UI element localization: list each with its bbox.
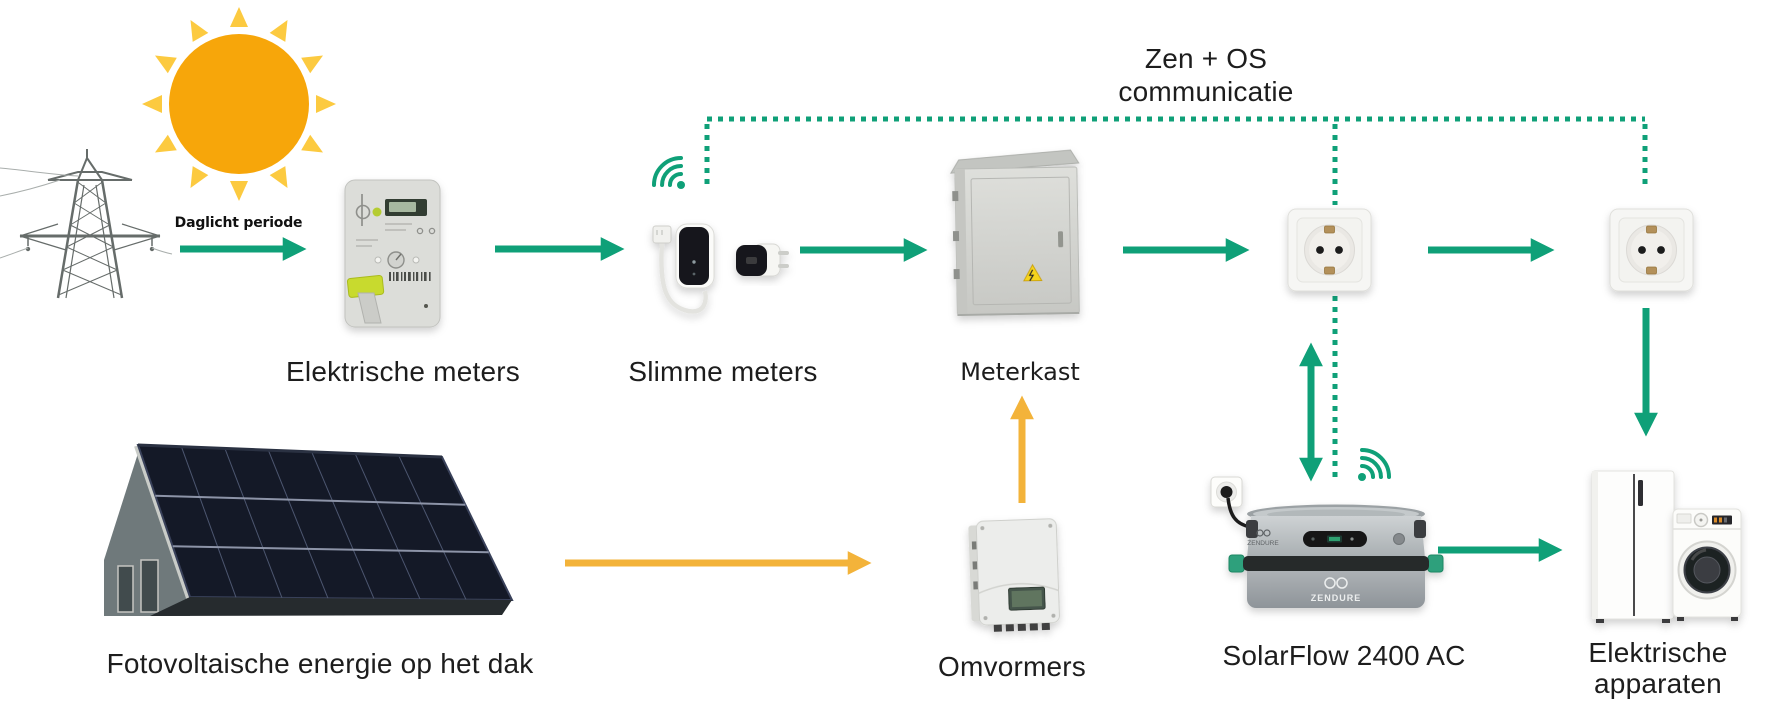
solarflow-brand-front: ZENDURE	[1311, 593, 1362, 603]
inverters-label: Omvormers	[937, 651, 1087, 682]
warning-triangle-icon	[1022, 263, 1043, 282]
appliances-label-line2: apparaten	[1594, 668, 1722, 699]
electric-meters-label: Elektrische meters	[286, 356, 520, 387]
washing-machine-image	[1672, 508, 1742, 621]
smart-meter-dongle-image	[652, 223, 715, 314]
zen-os-title-line2: communicatie	[1118, 76, 1294, 107]
power-pylon-photo	[0, 149, 173, 299]
inverter-image	[968, 518, 1060, 632]
smart-meter-plug-image	[736, 243, 789, 277]
flow-arrows	[180, 237, 1658, 575]
solar-roof-photo	[104, 443, 514, 616]
solarflow-battery-image: ZENDURE ZENDURE	[1210, 476, 1444, 608]
wifi-icon	[1358, 447, 1392, 481]
zen-os-title-line1: Zen + OS	[1144, 43, 1268, 74]
pv-energy-label: Fotovoltaische energie op het dak	[106, 648, 534, 679]
wall-socket-image	[1287, 208, 1372, 292]
appliances-label-line1: Elektrische	[1588, 637, 1728, 668]
zen-os-communication-lines	[704, 116, 1648, 478]
daylight-period-label: Daglicht periode	[174, 215, 303, 231]
meter-cabinet-image	[949, 149, 1080, 317]
gable-window	[140, 559, 159, 613]
smart-meters-label: Slimme meters	[628, 356, 818, 387]
solarflow-label: SolarFlow 2400 AC	[1222, 640, 1466, 671]
sun-icon	[142, 7, 336, 201]
wifi-icon	[651, 155, 685, 189]
electric-meter-image	[344, 179, 441, 328]
solarflow-brand-small: ZENDURE	[1247, 540, 1279, 547]
wall-socket-image	[1609, 208, 1694, 292]
power-outlet-plug-image	[1210, 476, 1251, 529]
fridge-image	[1591, 470, 1675, 623]
gable-window	[117, 565, 134, 613]
meter-cabinet-label: Meterkast	[960, 358, 1080, 386]
